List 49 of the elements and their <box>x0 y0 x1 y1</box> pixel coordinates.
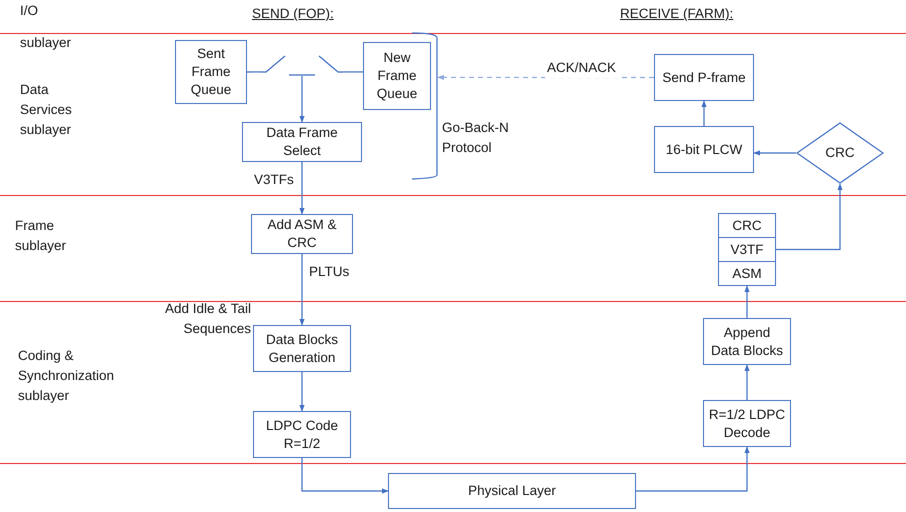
process-box <box>703 318 791 365</box>
arrow <box>301 458 389 494</box>
node-label: New Frame Queue <box>376 49 418 103</box>
column-heading: RECEIVE (FARM): <box>620 5 734 23</box>
process-box <box>654 126 754 173</box>
frame-structure-box <box>718 213 776 286</box>
arrow <box>299 76 305 123</box>
arrow <box>744 285 750 318</box>
node-label: R=1/2 LDPC Decode <box>708 406 786 442</box>
sublayer-label: Coding & Synchronization sublayer <box>18 347 116 405</box>
process-box <box>388 473 636 509</box>
process-box <box>703 400 791 447</box>
arrow <box>636 446 750 492</box>
process-box <box>242 122 362 162</box>
arrow <box>299 372 305 412</box>
node-label: Add ASM & CRC <box>266 216 338 252</box>
node-label: Append Data Blocks <box>710 324 784 360</box>
arrow <box>299 162 305 215</box>
column-heading: SEND (FOP): <box>252 5 334 23</box>
process-box <box>253 411 351 458</box>
node-caption: Add Idle & Tail Sequences <box>164 300 251 338</box>
decision-diamond <box>796 122 884 184</box>
node-label: CRC <box>732 216 762 234</box>
arrow <box>299 254 305 326</box>
node-label: 16-bit PLCW <box>666 140 742 158</box>
process-box <box>175 40 247 104</box>
node-label: Data Frame Select <box>265 124 339 160</box>
process-box <box>253 325 351 372</box>
node-label: Send P-frame <box>662 68 746 86</box>
process-box <box>363 42 431 110</box>
node-label: Physical Layer <box>468 482 556 500</box>
sublayer-label: I/O sublayer <box>20 2 72 52</box>
connector-line <box>343 71 363 73</box>
node-label: Sent Frame Queue <box>190 45 232 99</box>
arrow <box>744 364 750 400</box>
sublayer-label: Frame sublayer <box>15 217 68 255</box>
node-label: ASM <box>732 264 762 282</box>
node-label: V3TF <box>730 240 764 258</box>
arrow <box>701 100 707 126</box>
process-box <box>654 54 754 101</box>
sublayer-label: Data Services sublayer <box>20 81 73 139</box>
node-label: Data Blocks Generation <box>264 330 340 366</box>
arrow <box>753 150 796 156</box>
node-label: LDPC Code R=1/2 <box>264 416 340 452</box>
process-box <box>251 214 353 254</box>
node-caption: Go-Back-N Protocol <box>442 119 510 157</box>
node-label: CRC <box>825 144 855 162</box>
arrow <box>776 183 843 250</box>
connector-line <box>247 71 261 73</box>
